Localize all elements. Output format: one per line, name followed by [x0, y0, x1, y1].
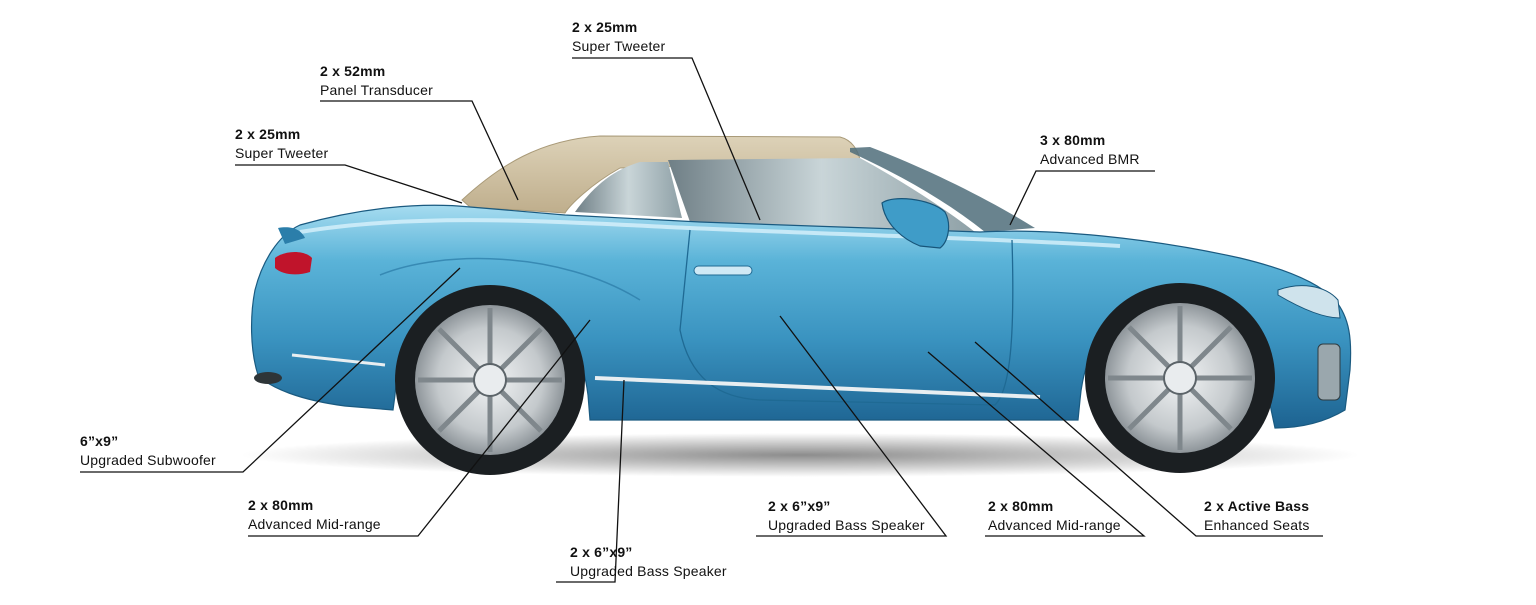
- label-quantity: 6”x9”: [80, 433, 119, 449]
- label-midrange-front: 2 x 80mm Advanced Mid-range: [988, 497, 1121, 535]
- label-midrange-rear: 2 x 80mm Advanced Mid-range: [248, 496, 381, 534]
- label-subwoofer: 6”x9” Upgraded Subwoofer: [80, 432, 216, 470]
- label-bass-front: 2 x 6”x9” Upgraded Bass Speaker: [768, 497, 925, 535]
- leader-panel-transducer: [320, 100, 519, 201]
- door-outline: [679, 229, 1014, 406]
- label-speaker-name: Advanced Mid-range: [248, 516, 381, 532]
- shoulder-highlight: [299, 218, 1121, 248]
- label-quantity: 2 x 80mm: [248, 497, 314, 513]
- rear-wheel: [395, 285, 585, 475]
- label-speaker-name: Upgraded Bass Speaker: [570, 563, 727, 579]
- label-quantity: 2 x 52mm: [320, 63, 386, 79]
- label-speaker-name: Advanced Mid-range: [988, 517, 1121, 533]
- leader-tweeter-rear: [235, 164, 463, 204]
- side-mirror: [881, 198, 950, 249]
- label-tweeter-rear: 2 x 25mm Super Tweeter: [235, 125, 328, 163]
- leader-bass-rear: [556, 379, 625, 583]
- label-bass-rear: 2 x 6”x9” Upgraded Bass Speaker: [570, 543, 727, 581]
- soft-top-roof: [461, 135, 861, 214]
- chrome-sill-strip: [594, 376, 1041, 399]
- label-quantity: 2 x Active Bass: [1204, 498, 1310, 514]
- leader-bass-front: [756, 315, 948, 537]
- windshield: [850, 147, 1035, 232]
- rear-haunch-line: [379, 257, 641, 301]
- label-speaker-name: Super Tweeter: [235, 145, 329, 161]
- leader-subwoofer: [80, 267, 461, 473]
- label-quantity: 2 x 25mm: [572, 19, 638, 35]
- leader-bmr: [1009, 170, 1155, 226]
- label-speaker-name: Panel Transducer: [320, 82, 433, 98]
- door-handle: [693, 265, 753, 276]
- label-quantity: 2 x 6”x9”: [570, 544, 633, 560]
- front-grille: [1317, 343, 1341, 401]
- label-speaker-name: Enhanced Seats: [1204, 517, 1310, 533]
- label-quantity: 2 x 80mm: [988, 498, 1054, 514]
- rear-chrome-strip: [291, 353, 386, 367]
- label-tweeter-roof: 2 x 25mm Super Tweeter: [572, 18, 665, 56]
- leader-midrange-front: [927, 351, 1146, 537]
- front-wheel: [1085, 283, 1275, 473]
- headlight: [1277, 285, 1341, 319]
- exhaust-pipe: [254, 372, 282, 384]
- label-quantity: 2 x 25mm: [235, 126, 301, 142]
- rear-side-window: [575, 162, 682, 218]
- leader-active-bass-seats: [974, 341, 1323, 537]
- leader-tweeter-roof: [572, 57, 761, 221]
- label-speaker-name: Upgraded Bass Speaker: [768, 517, 925, 533]
- label-active-bass-seats: 2 x Active Bass Enhanced Seats: [1204, 497, 1310, 535]
- label-quantity: 2 x 6”x9”: [768, 498, 831, 514]
- rear-spoiler: [278, 227, 305, 244]
- leader-midrange-rear: [248, 319, 591, 537]
- label-bmr: 3 x 80mm Advanced BMR: [1040, 131, 1140, 169]
- label-panel-transducer: 2 x 52mm Panel Transducer: [320, 62, 433, 100]
- label-speaker-name: Super Tweeter: [572, 38, 666, 54]
- label-speaker-name: Advanced BMR: [1040, 151, 1140, 167]
- label-speaker-name: Upgraded Subwoofer: [80, 452, 216, 468]
- tail-light: [275, 252, 312, 275]
- label-quantity: 3 x 80mm: [1040, 132, 1106, 148]
